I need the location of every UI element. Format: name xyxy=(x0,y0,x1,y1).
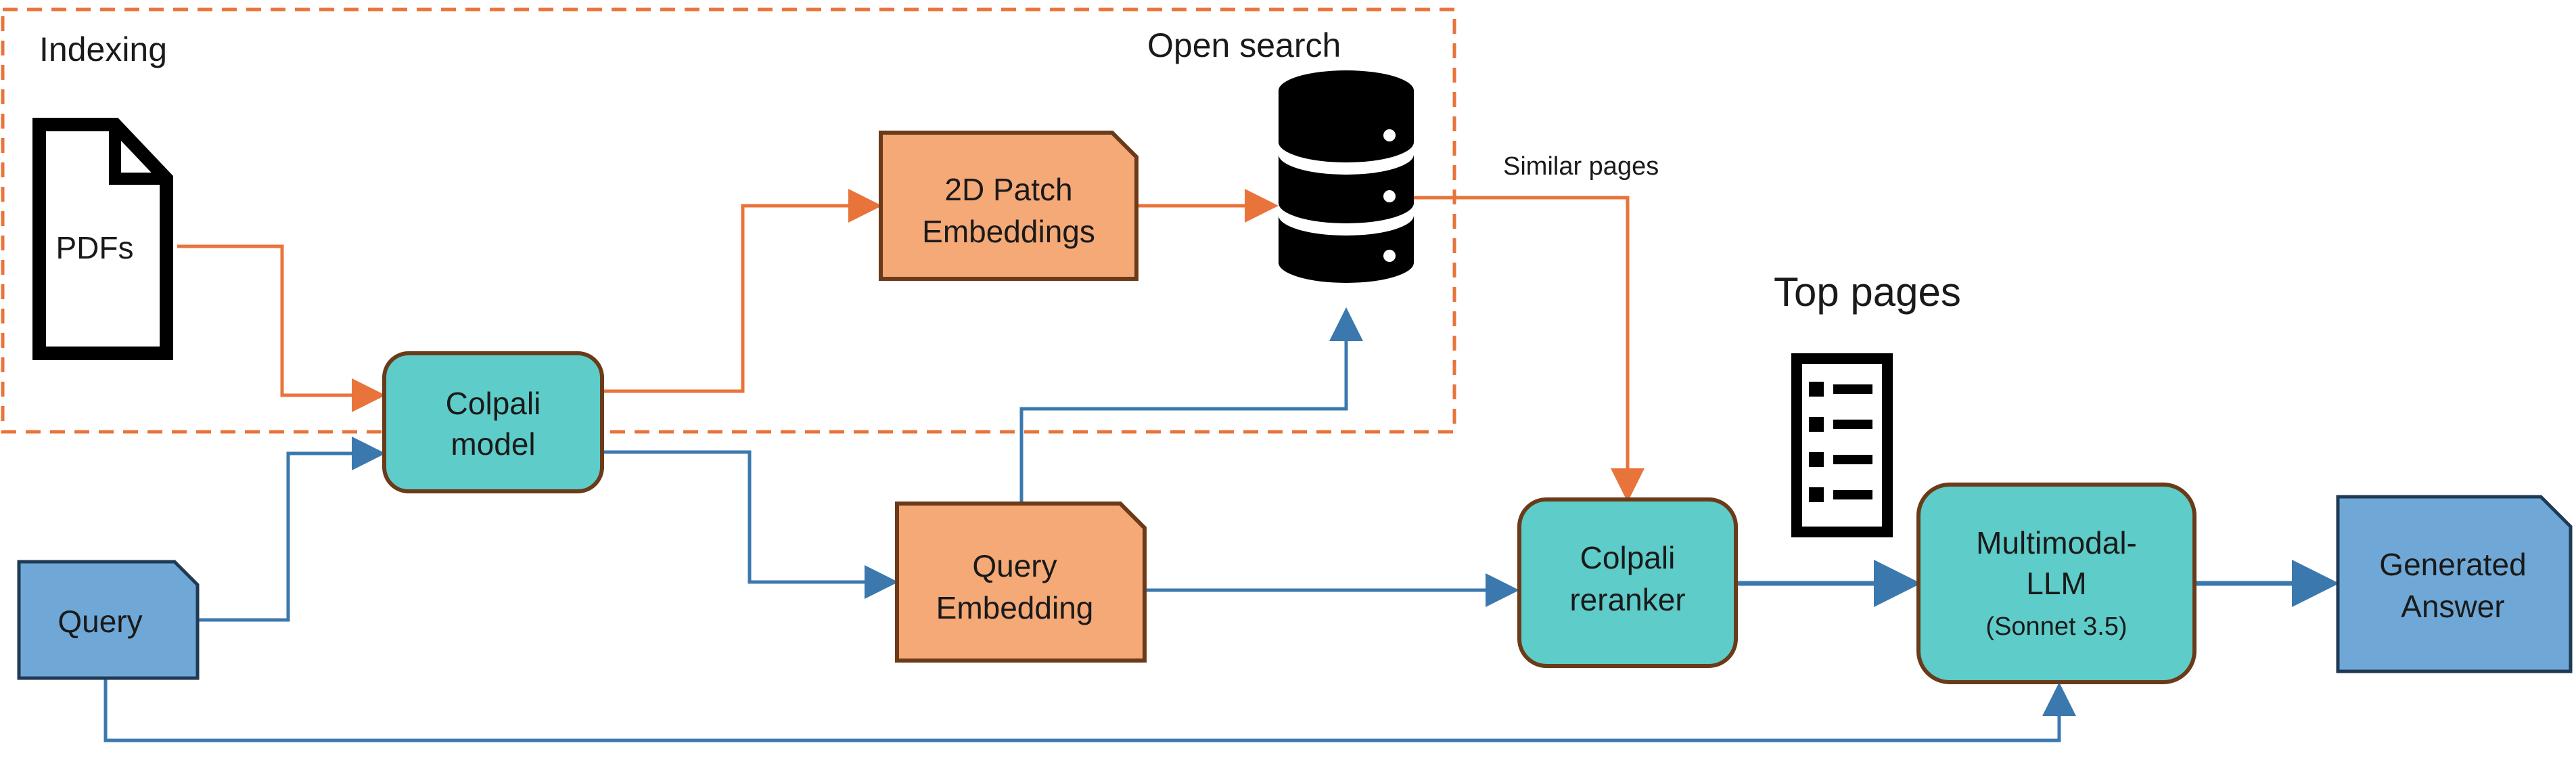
colpali-model-line1: Colpali xyxy=(446,386,541,421)
colpali-model-box xyxy=(382,351,604,493)
colpali-reranker-line1: Colpali xyxy=(1580,540,1676,575)
edge-qembed-to-db xyxy=(1019,307,1363,504)
database-node xyxy=(1279,70,1414,283)
colpali-model-line2: model xyxy=(451,426,535,462)
generated-answer-box xyxy=(2336,495,2573,673)
patch-embeddings-node: 2D Patch Embeddings xyxy=(879,131,1138,281)
patch-embeddings-box xyxy=(879,131,1138,281)
patch-embeddings-line2: Embeddings xyxy=(922,214,1095,249)
query-embedding-line1: Query xyxy=(972,548,1057,583)
query-embedding-node: Query Embedding xyxy=(895,501,1147,663)
query-box xyxy=(17,560,200,680)
top-pages-list xyxy=(1791,353,1893,537)
pdfs-label: PDFs xyxy=(56,230,134,265)
list-icon xyxy=(1791,353,1893,537)
query-embedding-line2: Embedding xyxy=(936,590,1094,625)
multimodal-llm-line1: Multimodal- xyxy=(1976,525,2137,560)
patch-embeddings-line1: 2D Patch xyxy=(944,172,1072,207)
top-pages-label: Top pages xyxy=(1774,269,1961,315)
colpali-model-node: Colpali model xyxy=(382,351,604,493)
multimodal-llm-line3: (Sonnet 3.5) xyxy=(1985,612,2127,641)
edge-colpali-to-patch xyxy=(602,189,882,393)
multimodal-llm-node: Multimodal- LLM (Sonnet 3.5) xyxy=(1916,483,2196,684)
database-icon xyxy=(1279,70,1414,283)
indexing-region xyxy=(1,7,1456,434)
indexing-label: Indexing xyxy=(39,30,167,68)
generated-answer-node: Generated Answer xyxy=(2336,495,2573,673)
edge-query-to-colpali xyxy=(198,437,386,622)
edge-query-to-llm xyxy=(104,679,2076,742)
pdfs-node: PDFs xyxy=(32,118,173,360)
edge-db-to-reranker xyxy=(1410,196,1644,502)
query-node: Query xyxy=(17,560,200,680)
query-label: Query xyxy=(58,604,142,639)
document-fold xyxy=(109,125,166,185)
colpali-reranker-line2: reranker xyxy=(1569,582,1685,617)
generated-answer-line1: Generated xyxy=(2379,547,2526,582)
edge-colpali-to-qembed xyxy=(602,450,898,599)
multimodal-llm-box xyxy=(1916,483,2196,684)
edge-pdfs-to-colpali xyxy=(177,244,386,412)
multimodal-llm-line2: LLM xyxy=(2026,566,2086,601)
generated-answer-line2: Answer xyxy=(2401,589,2504,624)
query-embedding-box xyxy=(895,501,1147,663)
colpali-reranker-node: Colpali reranker xyxy=(1517,497,1738,668)
colpali-reranker-box xyxy=(1517,497,1738,668)
similar-pages-label: Similar pages xyxy=(1503,152,1659,181)
open-search-label: Open search xyxy=(1147,26,1341,64)
